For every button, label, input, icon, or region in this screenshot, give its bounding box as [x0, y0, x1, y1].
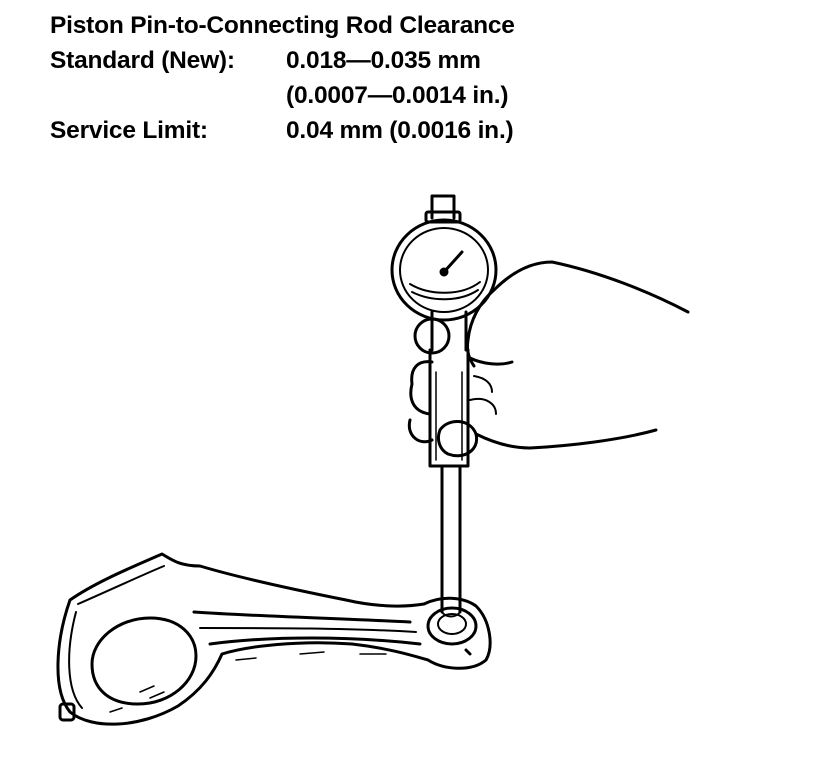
- gauge-shaft: [440, 464, 462, 614]
- standard-label: Standard (New):: [50, 47, 235, 74]
- standard-value-in: (0.0007—0.0014 in.): [286, 82, 509, 109]
- dial-needle-hub: [439, 267, 449, 277]
- rod-flange-top: [77, 565, 165, 605]
- gauge-handle: [428, 348, 470, 468]
- dial-scale: [409, 281, 481, 301]
- gauge-shaft-tip: [441, 611, 461, 618]
- hand-ring-finger: [407, 418, 434, 444]
- service-limit-label: Service Limit:: [50, 117, 208, 144]
- hand-little-finger: [436, 420, 479, 458]
- dial-indicator: [390, 218, 498, 322]
- hand-wrist-lower: [528, 428, 658, 450]
- hand-thumb: [466, 288, 496, 368]
- standard-value-mm: 0.018—0.035 mm: [286, 47, 481, 74]
- rod-rib-lower: [208, 636, 422, 646]
- rod-cap-bolt: [58, 702, 76, 722]
- hand-back: [492, 260, 690, 314]
- rod-big-end: [56, 552, 492, 726]
- spec-title: Piston Pin-to-Connecting Rod Clearance: [50, 12, 515, 39]
- dial-top-stem: [430, 194, 456, 220]
- hand: [407, 260, 690, 458]
- connecting-rod: [56, 552, 492, 726]
- rod-big-end-bore: [90, 616, 198, 706]
- hand-index-finger: [468, 356, 514, 366]
- rod-rib-inner: [199, 627, 417, 633]
- rod-small-end-bushing: [437, 613, 467, 635]
- dial-face: [399, 227, 489, 313]
- hand-palm: [474, 432, 532, 450]
- rod-small-end-bore: [426, 606, 478, 646]
- rod-rib-upper: [192, 610, 412, 624]
- rod-flange-outer: [68, 611, 83, 709]
- rod-shading: [109, 651, 387, 713]
- gauge-handle-grip: [435, 371, 463, 461]
- rod-oil-hole: [464, 648, 472, 656]
- bore-gauge: [390, 194, 498, 618]
- dial-top-collar: [424, 210, 462, 224]
- hand-knuckles: [469, 375, 497, 415]
- service-limit-value: 0.04 mm (0.0016 in.): [286, 117, 514, 144]
- hand-middle-finger: [409, 360, 434, 416]
